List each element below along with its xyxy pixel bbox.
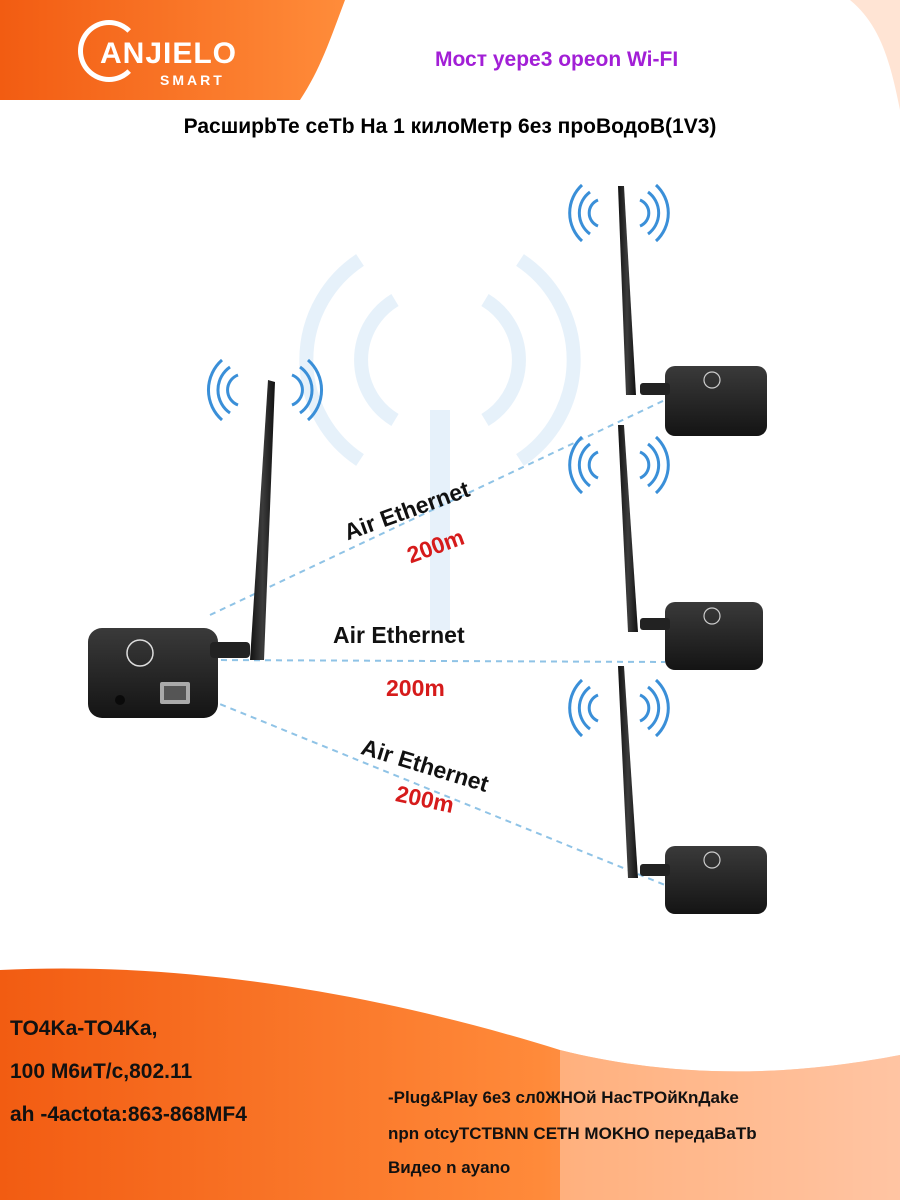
logo-sub-text: SMART (160, 72, 225, 88)
feature-line-2: npn otcyTCTBNN CETH MOKHO передаBaTb (388, 1124, 757, 1143)
link-line-top (209, 399, 666, 616)
network-diagram (88, 183, 767, 914)
main-bridge-device (88, 358, 323, 718)
remote-bridge-device-1 (568, 183, 767, 436)
link-line-middle (209, 659, 666, 663)
distance-label-middle: 200m (386, 675, 445, 701)
logo-ring-icon (78, 20, 140, 82)
link-line-bottom (209, 699, 666, 886)
feature-line-3: Bидео n ayano (388, 1158, 511, 1177)
link-label-middle: Air Ethernet (333, 622, 465, 648)
remote-bridge-device-3 (568, 666, 767, 914)
brand-logo: ANJIELO SMART (78, 20, 238, 100)
remote-bridge-device-2 (568, 425, 763, 670)
background-signal-icon (299, 254, 581, 630)
spec-line-3: ah -4actota:863-868MF4 (10, 1103, 247, 1126)
logo-brand-text: ANJIELO (100, 37, 238, 70)
headline: РасширbTe ceTb Ha 1 килоMeтр 6eз проBодо… (183, 115, 717, 138)
spec-line-2: 100 M6иT/c,802.11 (10, 1060, 193, 1083)
footer-orange-band (0, 968, 900, 1200)
feature-line-1: -Plug&Play 6e3 сл0ЖНОй НасТРОйКnДake (388, 1088, 739, 1107)
header-orange-band (0, 0, 900, 110)
signal-waves-icon (207, 358, 323, 422)
signal-waves-icon (568, 435, 670, 495)
signal-waves-icon (568, 183, 670, 243)
product-title: Mост yepe3 opeon Wi-FI (435, 48, 679, 71)
signal-waves-icon (568, 678, 670, 738)
spec-line-1: TO4Ka-TO4Ka, (10, 1017, 158, 1040)
